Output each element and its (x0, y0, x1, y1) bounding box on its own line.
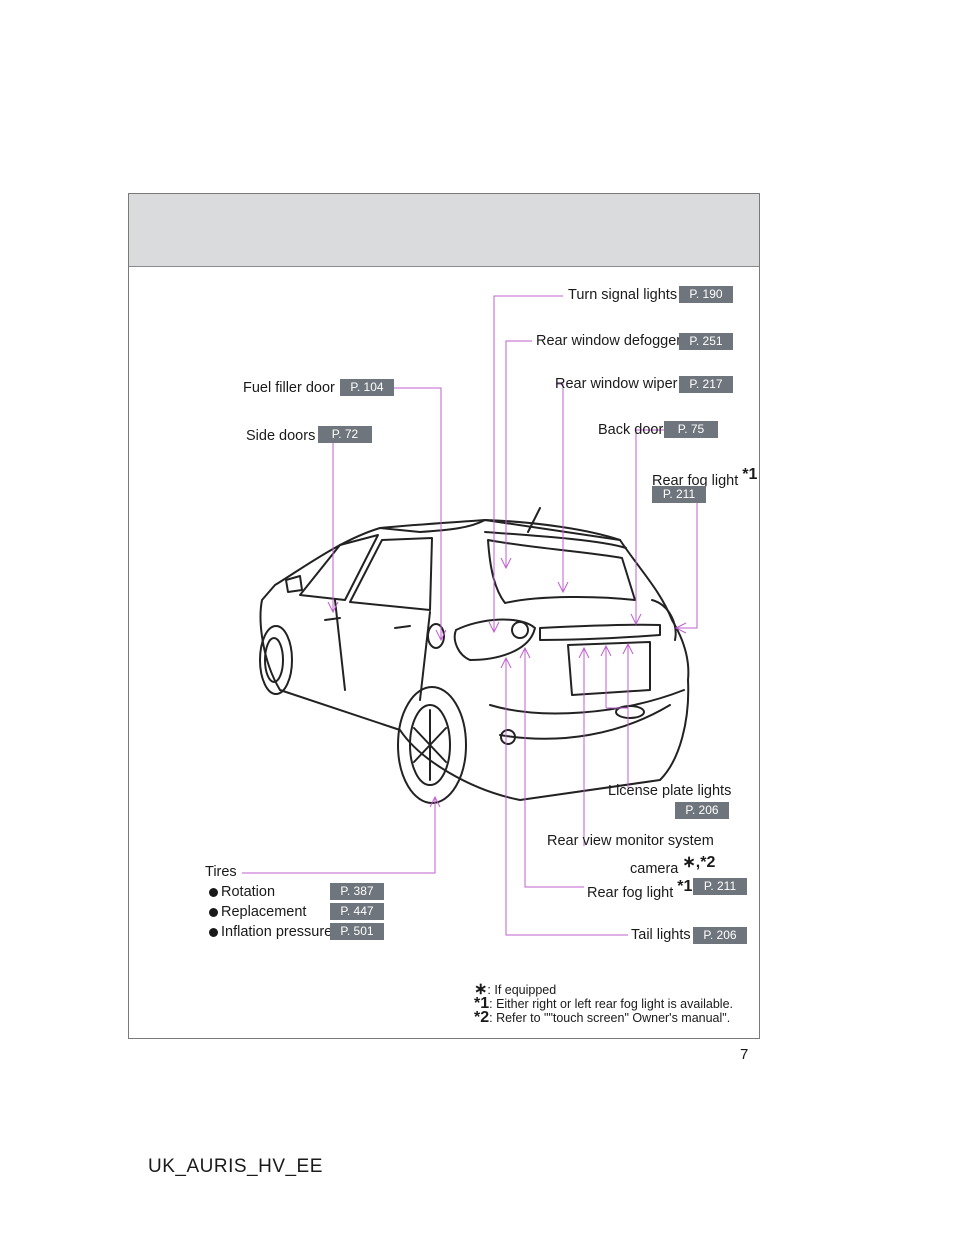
tires-replacement-ref-badge[interactable]: P. 447 (330, 903, 384, 920)
footer-code: UK_AURIS_HV_EE (148, 1156, 323, 1177)
side-doors-ref-badge[interactable]: P. 72 (318, 426, 372, 443)
rear-fog-bottom-label: Rear fog light *1 (587, 878, 692, 901)
bullet-icon (209, 927, 218, 937)
page-number: 7 (740, 1046, 749, 1063)
tires-item-rotation: Rotation (209, 884, 275, 900)
rear-camera-label-line2: camera ∗,*2 (630, 852, 715, 877)
tires-label: Tires (205, 864, 237, 880)
footnote-item: *1: Either right or left rear fog light … (474, 995, 733, 1012)
rear-fog-top-mark: *1 (742, 466, 758, 483)
rear-fog-top-ref-badge[interactable]: P. 211 (652, 486, 706, 503)
footnote-mark: *1 (474, 995, 490, 1012)
rear-wiper-ref-badge[interactable]: P. 217 (679, 376, 733, 393)
tail-lights-label: Tail lights (631, 927, 691, 943)
tires-rotation-ref-badge[interactable]: P. 387 (330, 883, 384, 900)
footnote-item: *2: Refer to ""touch screen" Owner's man… (474, 1009, 733, 1026)
header-band (129, 194, 759, 267)
rear-fog-top-text: Rear fog light (652, 472, 739, 489)
footnote-mark: ∗ (474, 981, 488, 998)
rear-defogger-ref-badge[interactable]: P. 251 (679, 333, 733, 350)
page-frame (128, 193, 760, 1039)
turn-signal-ref-badge[interactable]: P. 190 (679, 286, 733, 303)
fuel-door-label: Fuel filler door (243, 380, 335, 396)
side-doors-label: Side doors (246, 428, 316, 444)
back-door-label: Back door (598, 422, 664, 438)
back-door-ref-badge[interactable]: P. 75 (664, 421, 718, 438)
license-plate-label: License plate lights (608, 783, 732, 799)
rear-fog-bottom-ref-badge[interactable]: P. 211 (693, 878, 747, 895)
tail-lights-ref-badge[interactable]: P. 206 (693, 927, 747, 944)
bullet-icon (209, 887, 218, 897)
turn-signal-label: Turn signal lights (568, 287, 678, 303)
tires-item-inflation: Inflation pressure (209, 924, 332, 940)
footnote-text: : If equipped (487, 983, 557, 997)
footnotes: ∗: If equipped *1: Either right or left … (474, 981, 733, 1026)
rear-wiper-label: Rear window wiper (555, 376, 678, 392)
bullet-icon (209, 907, 218, 917)
rear-fog-bottom-mark: *1 (677, 878, 693, 895)
tires-item-label: Replacement (221, 904, 307, 920)
tires-item-label: Inflation pressure (221, 924, 333, 940)
rear-camera-label-line1: Rear view monitor system (547, 833, 714, 849)
rear-fog-top-label: Rear fog light *1 (652, 466, 757, 489)
fuel-door-ref-badge[interactable]: P. 104 (340, 379, 394, 396)
footnote-text: : Either right or left rear fog light is… (489, 997, 733, 1011)
rear-fog-bottom-text: Rear fog light (587, 884, 674, 901)
tires-item-label: Rotation (221, 884, 276, 900)
rear-defogger-label: Rear window defogger (536, 333, 682, 349)
footnote-mark: *2 (474, 1009, 490, 1026)
tires-inflation-ref-badge[interactable]: P. 501 (330, 923, 384, 940)
rear-camera-mark: ∗,*2 (682, 854, 716, 871)
rear-camera-text: camera (630, 860, 679, 877)
footnote-text: : Refer to ""touch screen" Owner's manua… (489, 1011, 731, 1025)
license-plate-ref-badge[interactable]: P. 206 (675, 802, 729, 819)
tires-item-replacement: Replacement (209, 904, 306, 920)
footnote-item: ∗: If equipped (474, 981, 733, 998)
